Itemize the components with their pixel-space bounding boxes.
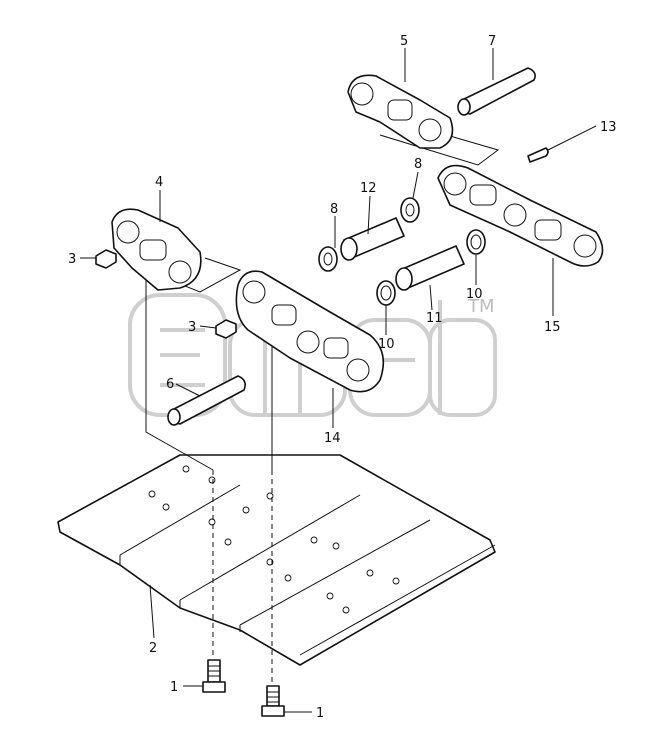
callout-10a: 10 [378, 337, 395, 352]
seal-ring-10b [466, 229, 486, 255]
callout-3a: 3 [68, 252, 76, 267]
track-link-top [347, 74, 454, 149]
callout-10b: 10 [466, 287, 483, 302]
callout-11: 11 [426, 311, 443, 326]
callout-13: 13 [600, 120, 617, 135]
spacer-ring-8b [400, 197, 420, 223]
callout-8b: 8 [414, 157, 422, 172]
callout-1b: 1 [316, 706, 324, 721]
shoe-bolt-right [261, 685, 285, 717]
callout-15: 15 [544, 320, 561, 335]
callout-6: 6 [166, 377, 174, 392]
spacer-ring-8a [318, 246, 338, 272]
nut-center [215, 319, 237, 339]
callout-8a: 8 [330, 202, 338, 217]
bushing-lower [395, 245, 465, 291]
callout-1a: 1 [170, 680, 178, 695]
callout-7: 7 [488, 34, 496, 49]
callout-4: 4 [155, 175, 163, 190]
callout-labels: 1 1 2 3 3 4 5 6 7 8 8 10 10 11 12 13 14 … [68, 34, 617, 721]
track-link-right [437, 164, 604, 267]
track-link-left [111, 208, 202, 291]
shoe-bolt-left [202, 659, 226, 693]
track-shoe-plate [57, 454, 496, 666]
callout-14: 14 [324, 431, 341, 446]
track-link-center [235, 270, 385, 393]
track-pin-lower [167, 375, 246, 426]
watermark-trademark: TM [467, 296, 495, 317]
bushing-upper [340, 217, 405, 261]
callout-5: 5 [400, 34, 408, 49]
nut-left [95, 249, 117, 269]
callout-12: 12 [360, 181, 377, 196]
leader-lines [80, 48, 597, 713]
callout-2: 2 [149, 641, 157, 656]
callout-3b: 3 [188, 320, 196, 335]
seal-ring-10a [376, 280, 396, 306]
cotter-pin [527, 147, 549, 163]
track-pin-top [457, 67, 536, 116]
